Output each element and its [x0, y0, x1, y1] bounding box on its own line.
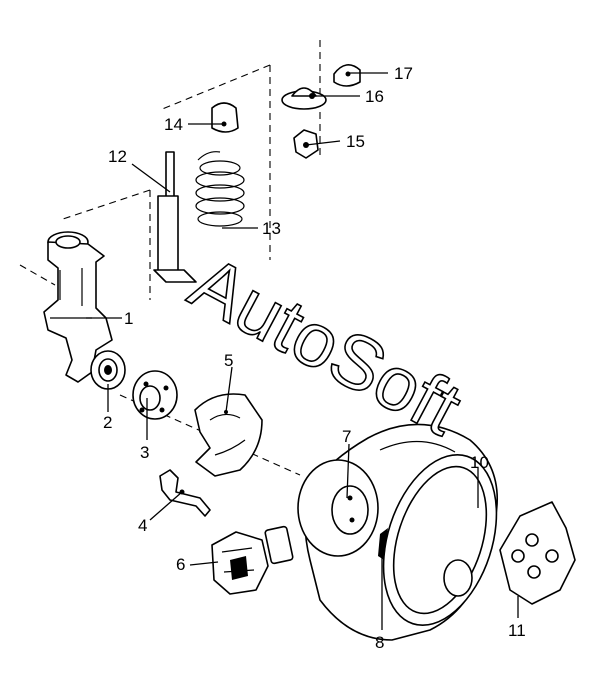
leader-lines — [86, 72, 519, 630]
part-15-bushing — [293, 129, 319, 159]
hub-center — [443, 559, 473, 597]
callout-10: 10 — [470, 453, 489, 472]
callout-15: 15 — [346, 132, 365, 151]
part-3-wheel-hub — [132, 370, 178, 420]
part-1-strut-housing — [43, 231, 113, 383]
callout-3: 3 — [140, 443, 149, 462]
callout-1: 1 — [124, 309, 133, 328]
part-8-clip — [378, 528, 388, 560]
callout-13: 13 — [262, 219, 281, 238]
part-7-brake-disc — [297, 459, 379, 557]
part-13-coil-spring — [195, 151, 245, 227]
callout-14: 14 — [164, 115, 183, 134]
part-4-brake-hose — [159, 469, 211, 517]
part-6-brake-caliper — [211, 525, 294, 595]
callout-4: 4 — [138, 516, 147, 535]
callout-7: 7 — [342, 427, 351, 446]
part-12-shock-absorber — [153, 151, 197, 283]
callout-5: 5 — [224, 351, 233, 370]
callout-2: 2 — [103, 413, 112, 432]
part-16-upper-mount — [281, 87, 327, 110]
callout-12: 12 — [108, 147, 127, 166]
callout-11: 11 — [508, 621, 526, 640]
callout-17: 17 — [394, 64, 413, 83]
part-2-wheel-bearing — [90, 350, 126, 390]
callout-16: 16 — [365, 87, 384, 106]
callout-6: 6 — [176, 555, 185, 574]
part-14-bump-stop — [211, 102, 239, 133]
part-17-mount-cap — [333, 64, 361, 87]
part-11-hub-cap — [499, 501, 576, 605]
part-5-brake-shield — [194, 393, 263, 477]
callout-8: 8 — [375, 633, 384, 652]
callout-labels: 1 2 3 4 5 6 7 8 10 11 12 13 14 15 16 17 — [103, 64, 526, 652]
